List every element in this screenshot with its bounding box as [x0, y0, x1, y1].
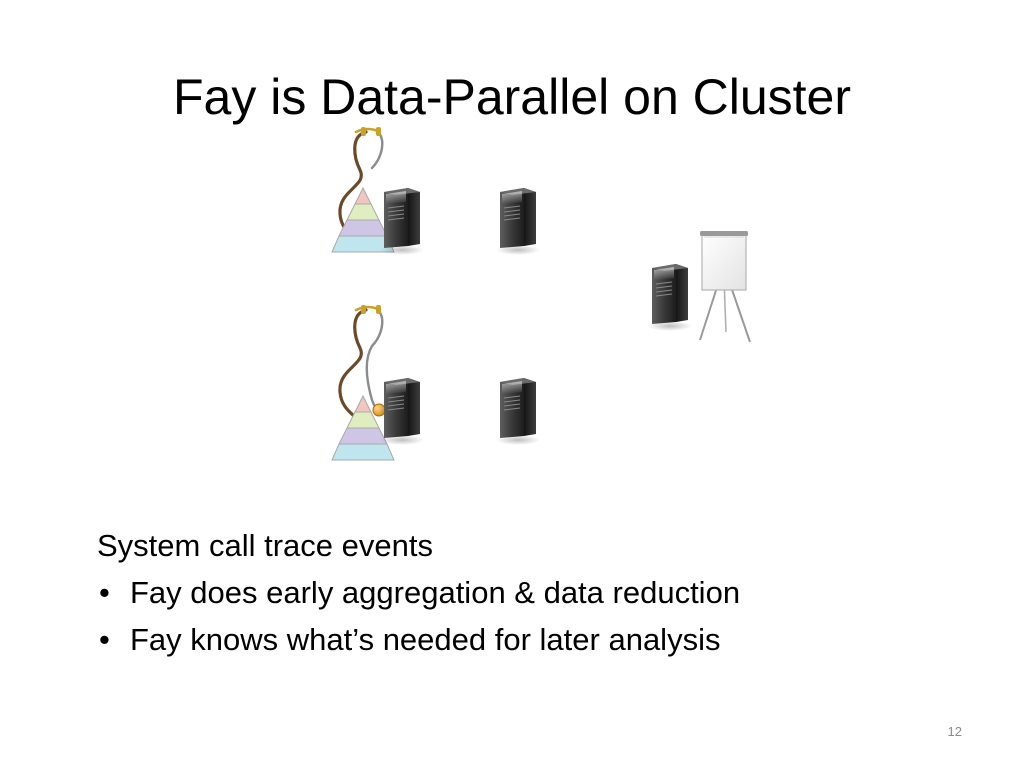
pyramid-icon — [331, 186, 395, 253]
flip-chart-icon — [699, 231, 751, 343]
pyramid-icon — [331, 394, 395, 461]
body-heading: System call trace events — [97, 528, 433, 563]
bullet-text: Fay does early aggregation & data reduct… — [130, 575, 741, 610]
slide-title: Fay is Data-Parallel on Cluster — [172, 69, 852, 125]
slide-body: System call trace events • Fay does earl… — [97, 522, 947, 663]
bullet-list: • Fay does early aggregation & data redu… — [97, 569, 947, 663]
bullet-item: • Fay does early aggregation & data redu… — [97, 569, 947, 616]
bullet-item: • Fay knows what’s needed for later anal… — [97, 616, 947, 663]
server-tower-icon — [496, 188, 540, 255]
slide-number: 12 — [947, 724, 962, 739]
bullet-dot-icon: • — [99, 622, 110, 657]
server-tower-icon — [380, 378, 424, 445]
bullet-text: Fay knows what’s needed for later analys… — [130, 622, 721, 657]
server-tower-icon — [648, 264, 692, 331]
server-tower-icon — [496, 378, 540, 445]
bullet-dot-icon: • — [99, 575, 110, 610]
server-tower-icon — [380, 188, 424, 255]
stethoscope-icon — [338, 305, 386, 420]
